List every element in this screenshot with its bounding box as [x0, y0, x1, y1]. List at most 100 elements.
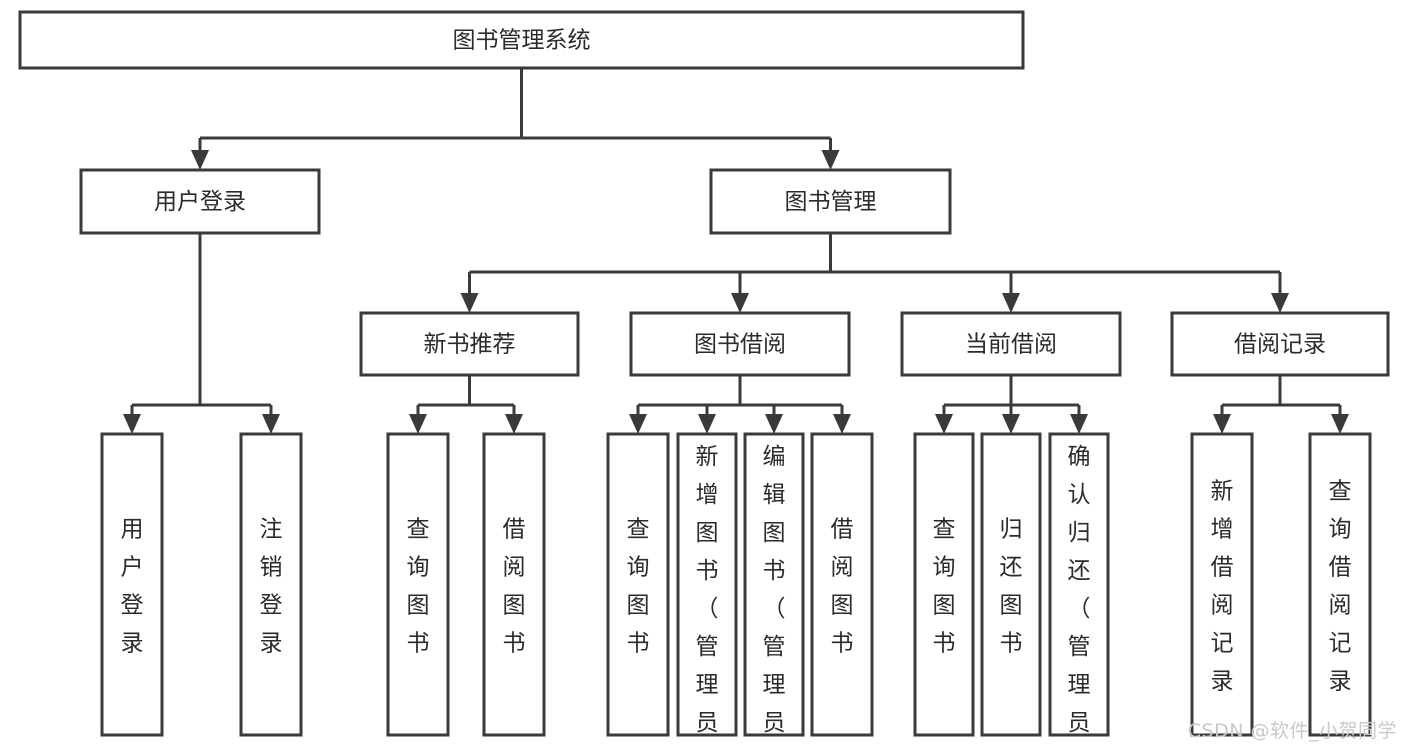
- svg-text:员: 员: [696, 710, 719, 736]
- svg-text:询: 询: [627, 555, 650, 581]
- node-level3-0[interactable]: [359, 311, 580, 377]
- arrow-head-icon: [191, 150, 209, 170]
- svg-text:借: 借: [1329, 555, 1352, 581]
- arrow-head-icon: [629, 414, 647, 434]
- arrow-head-icon: [123, 414, 141, 434]
- svg-text:理: 理: [763, 672, 786, 698]
- svg-text:查: 查: [933, 517, 956, 543]
- arrow-head-icon: [731, 293, 749, 313]
- svg-text:图: 图: [831, 593, 854, 619]
- svg-text:书: 书: [503, 631, 526, 657]
- node-leaf-8[interactable]: [913, 432, 975, 737]
- svg-text:员: 员: [763, 710, 786, 736]
- arrow-head-icon: [262, 414, 280, 434]
- node-root-label: 图书管理系统: [453, 28, 591, 54]
- svg-text:确: 确: [1068, 444, 1091, 470]
- svg-text:记: 记: [1211, 631, 1234, 657]
- svg-text:借: 借: [503, 517, 526, 543]
- svg-text:图: 图: [503, 593, 526, 619]
- svg-text:登: 登: [260, 593, 283, 619]
- svg-text:（: （: [763, 596, 786, 622]
- arrow-head-icon: [698, 414, 716, 434]
- node-labels: 图书管理系统用户登录图书管理新书推荐图书借阅当前借阅借阅记录用户登录注销登录查询…: [121, 28, 1352, 737]
- node-boxes: [18, 10, 1390, 737]
- svg-text:新: 新: [696, 444, 719, 470]
- svg-text:录: 录: [1329, 669, 1352, 695]
- svg-text:录: 录: [121, 631, 144, 657]
- node-leaf-9[interactable]: [980, 432, 1042, 737]
- svg-text:录: 录: [1211, 669, 1234, 695]
- node-leaf-0[interactable]: [100, 432, 164, 737]
- arrow-head-icon: [1271, 293, 1289, 313]
- svg-text:图: 图: [763, 520, 786, 546]
- svg-text:销: 销: [260, 555, 283, 581]
- node-leaf-12[interactable]: [1308, 432, 1372, 737]
- svg-text:记: 记: [1329, 631, 1352, 657]
- node-leaf-label-0: 用户登录: [121, 517, 144, 657]
- svg-text:借: 借: [831, 517, 854, 543]
- node-level3-2[interactable]: [900, 311, 1122, 377]
- node-leaf-5[interactable]: [676, 432, 738, 737]
- svg-text:登: 登: [121, 593, 144, 619]
- svg-text:新: 新: [1211, 479, 1234, 505]
- arrow-head-icon: [833, 414, 851, 434]
- arrow-head-icon: [1070, 414, 1088, 434]
- node-leaf-6[interactable]: [743, 432, 805, 737]
- node-level2-1[interactable]: [709, 168, 952, 235]
- node-level3-3[interactable]: [1170, 311, 1390, 377]
- node-level2-label-0: 用户登录: [154, 189, 246, 215]
- svg-text:查: 查: [407, 517, 430, 543]
- svg-text:图: 图: [407, 593, 430, 619]
- arrow-head-icon: [409, 414, 427, 434]
- connector-lines: [123, 68, 1349, 434]
- node-leaf-10[interactable]: [1048, 432, 1110, 737]
- arrow-head-icon: [821, 150, 840, 170]
- svg-text:增: 增: [1211, 517, 1234, 543]
- svg-text:书: 书: [933, 631, 956, 657]
- svg-text:还: 还: [1068, 558, 1091, 584]
- arrow-head-icon: [1331, 414, 1349, 434]
- svg-text:增: 增: [696, 482, 719, 508]
- svg-text:阅: 阅: [831, 555, 854, 581]
- node-leaf-2[interactable]: [386, 432, 450, 737]
- svg-text:阅: 阅: [503, 555, 526, 581]
- node-leaf-11[interactable]: [1190, 432, 1254, 737]
- arrow-head-icon: [1002, 293, 1020, 313]
- node-level3-label-0: 新书推荐: [424, 332, 516, 358]
- node-level2-0[interactable]: [79, 168, 321, 235]
- svg-text:户: 户: [121, 555, 144, 581]
- svg-text:录: 录: [260, 631, 283, 657]
- node-level3-1[interactable]: [629, 311, 851, 377]
- svg-text:（: （: [696, 596, 719, 622]
- node-level3-label-1: 图书借阅: [694, 332, 786, 358]
- svg-text:（: （: [1068, 596, 1091, 622]
- node-leaf-4[interactable]: [606, 432, 670, 737]
- svg-text:书: 书: [696, 558, 719, 584]
- svg-text:图: 图: [627, 593, 650, 619]
- svg-text:理: 理: [1068, 672, 1091, 698]
- svg-text:编: 编: [763, 444, 786, 470]
- svg-text:书: 书: [407, 631, 430, 657]
- svg-text:管: 管: [763, 634, 786, 660]
- node-root[interactable]: [18, 10, 1025, 70]
- node-leaf-1[interactable]: [239, 432, 303, 737]
- svg-text:归: 归: [1000, 517, 1023, 543]
- svg-text:询: 询: [1329, 517, 1352, 543]
- svg-text:书: 书: [627, 631, 650, 657]
- node-leaf-3[interactable]: [482, 432, 546, 737]
- node-leaf-7[interactable]: [810, 432, 874, 737]
- arrow-head-icon: [935, 414, 953, 434]
